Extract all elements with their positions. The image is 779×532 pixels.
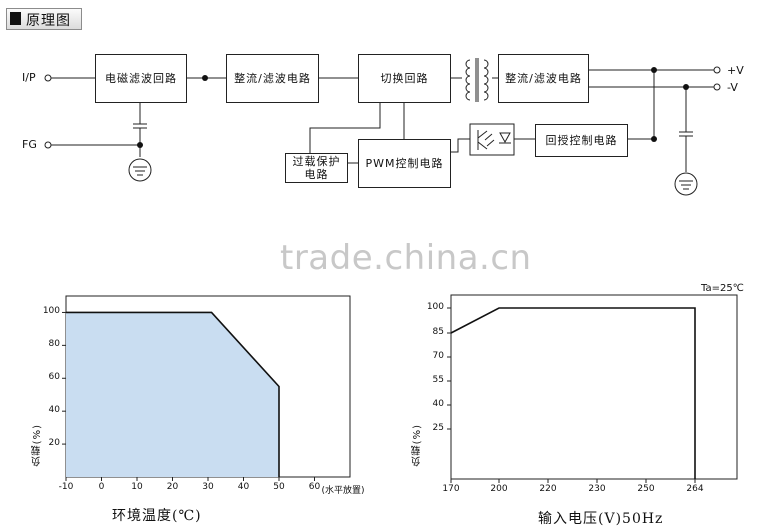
vpos-terminal-label: +V xyxy=(727,64,744,77)
derating-ytick-label: 40 xyxy=(48,405,60,416)
emi-filter-label: 电磁滤波回路 xyxy=(105,71,177,85)
voltage-y-label: 负载(%) xyxy=(412,424,423,467)
voltage-xtick-label: 170 xyxy=(442,484,460,494)
derating-x-title: 环境温度(℃) xyxy=(112,508,202,524)
voltage-plot-frame xyxy=(450,294,738,480)
vneg-terminal-label: -V xyxy=(727,81,738,94)
emi-filter-block: 电磁滤波回路 xyxy=(95,54,187,103)
voltage-xtick-label: 200 xyxy=(490,484,508,494)
derating-xtick-note: (水平放置) xyxy=(321,486,365,496)
fg-terminal-label: FG xyxy=(22,138,37,151)
voltage-xtick-label: 230 xyxy=(588,484,606,494)
voltage-ytick-label: 40 xyxy=(432,399,444,409)
derating-xtick-label: 30 xyxy=(202,482,214,492)
derating-ytick-label: 20 xyxy=(48,438,60,449)
rectifier-output-block: 整流/滤波电路 xyxy=(498,54,589,103)
derating-line xyxy=(66,311,280,477)
derating-xtick-label: 50 xyxy=(273,482,285,492)
overload-protection-label: 过载保护 电路 xyxy=(292,155,341,181)
overload-protection-block: 过载保护 电路 xyxy=(285,153,348,183)
voltage-x-title: 输入电压(V)50Hz xyxy=(538,511,664,527)
voltage-ytick-label: 100 xyxy=(426,302,444,312)
feedback-control-block: 回授控制电路 xyxy=(535,124,628,157)
voltage-line xyxy=(450,307,696,479)
derating-ytick-label: 80 xyxy=(48,339,60,350)
pwm-control-label: PWM控制电路 xyxy=(365,156,444,170)
derating-xtick-label: 40 xyxy=(237,482,250,492)
voltage-ytick-label: 25 xyxy=(432,423,444,433)
derating-xtick-label: -10 xyxy=(58,482,74,492)
voltage-xtick-label: 220 xyxy=(539,484,557,494)
voltage-ytick-label: 70 xyxy=(432,351,444,361)
derating-xtick-label: 20 xyxy=(166,482,179,492)
voltage-ytick-label: 85 xyxy=(432,327,444,337)
derating-xtick-label: 0 xyxy=(98,482,105,492)
section-title: 原理图 xyxy=(26,13,71,29)
voltage-xtick-label: 250 xyxy=(637,484,655,494)
header-square-icon xyxy=(10,12,21,25)
rectifier-output-label: 整流/滤波电路 xyxy=(505,71,582,85)
voltage-ytick-label: 55 xyxy=(432,375,444,385)
section-header: 原理图 xyxy=(6,8,82,30)
switching-label: 切换回路 xyxy=(380,71,429,85)
voltage-xtick-label: 264 xyxy=(686,484,704,494)
rectifier-input-block: 整流/滤波电路 xyxy=(226,54,319,103)
derating-xtick-label: 60 xyxy=(308,482,321,492)
rectifier-input-label: 整流/滤波电路 xyxy=(234,71,311,85)
derating-ytick-label: 100 xyxy=(42,306,60,317)
derating-ytick-label: 60 xyxy=(48,372,60,383)
switching-block: 切换回路 xyxy=(358,54,451,103)
derating-xtick-label: 10 xyxy=(131,482,143,492)
feedback-control-label: 回授控制电路 xyxy=(545,133,618,147)
pwm-control-block: PWM控制电路 xyxy=(358,139,451,188)
voltage-annotation: Ta=25℃ xyxy=(701,283,744,294)
derating-area xyxy=(66,312,279,477)
input-terminal-label: I/P xyxy=(22,71,36,84)
watermark: trade.china.cn xyxy=(280,238,532,278)
